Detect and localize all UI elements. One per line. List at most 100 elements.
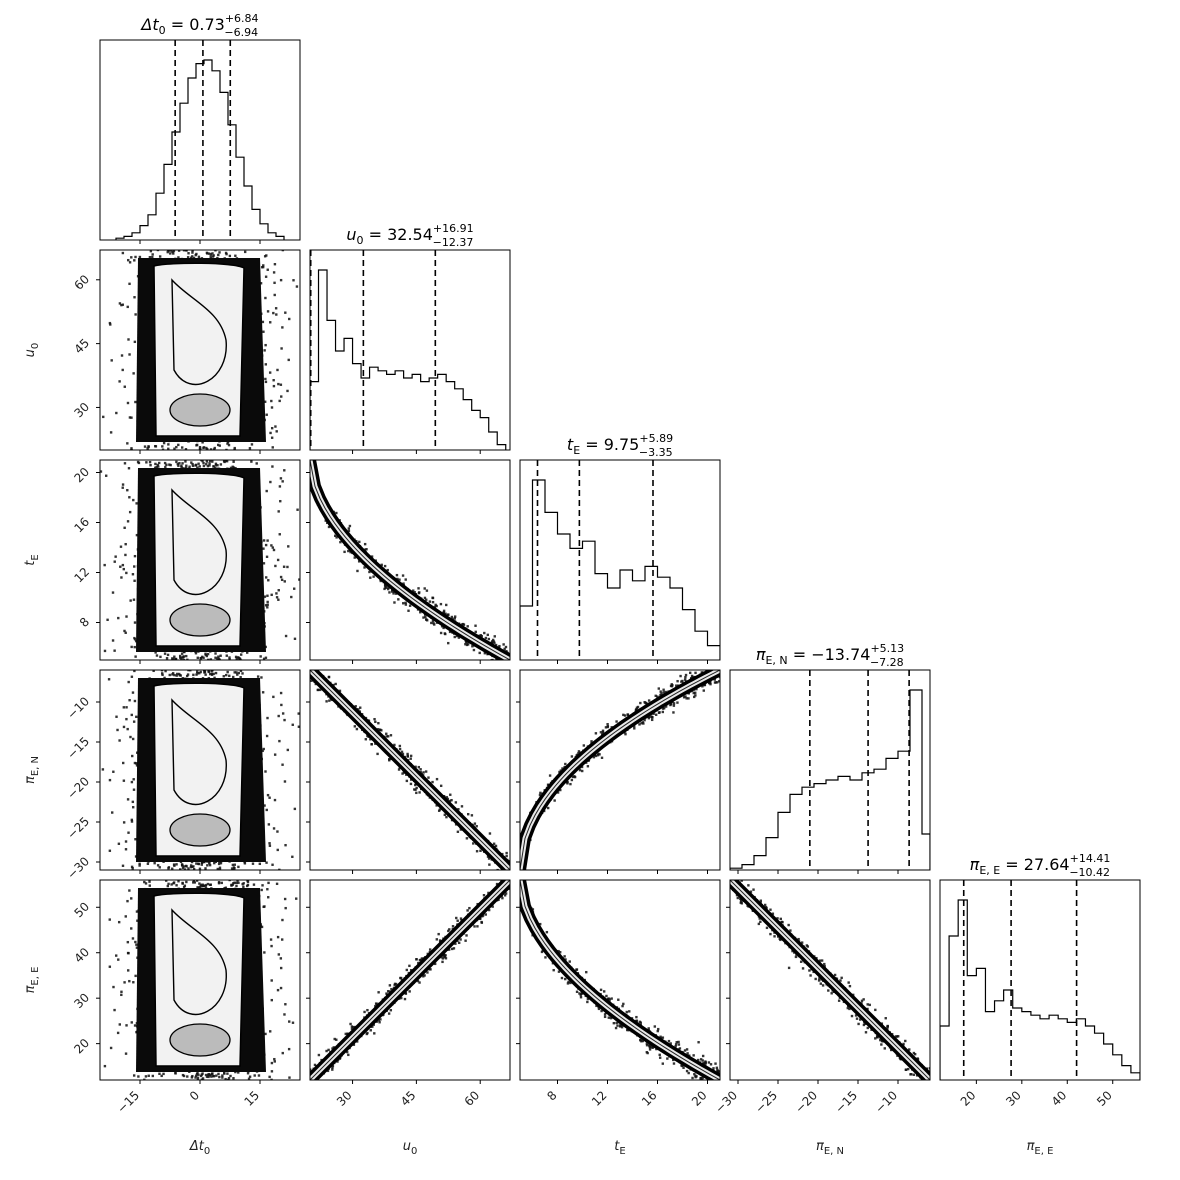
panel-content — [520, 460, 720, 660]
panel-frame — [729, 669, 931, 871]
contour-line — [171, 908, 227, 1016]
panel-frame — [519, 669, 721, 871]
x-tick-label-piEE-0: 20 — [958, 1088, 979, 1109]
x-tick-label-piEN-0: −30 — [712, 1088, 740, 1116]
contour-inner — [153, 892, 245, 1067]
x-axis-label-u0: u0 — [403, 1139, 418, 1157]
panel-piEN-vs-u0 — [306, 669, 511, 874]
panel-piEN-vs-piEN: πE, N = −13.74+5.13−7.28 — [729, 642, 931, 874]
y-axis-label-piEE: πE, E — [23, 967, 41, 994]
panel-frame — [309, 249, 511, 451]
panel-tE-vs-u0 — [306, 459, 511, 664]
y-tick-label-u0-2: 60 — [71, 272, 92, 293]
histogram-dt0 — [115, 59, 285, 240]
y-tick-label-u0-1: 45 — [71, 336, 92, 357]
x-axis-label-tE: tE — [614, 1139, 625, 1157]
contour-line — [171, 278, 227, 386]
panel-content — [102, 250, 299, 450]
y-tick-label-tE-2: 16 — [71, 515, 92, 536]
contour-line — [310, 460, 510, 660]
panel-piEN-vs-dt0: −30 −25 −20 −15 −10 — [64, 669, 301, 882]
panel-content — [103, 880, 298, 1080]
x-tick-label-tE-0: 8 — [544, 1088, 559, 1103]
y-tick-label-piEE-0: 20 — [71, 1036, 92, 1057]
panel-content — [310, 880, 510, 1080]
x-tick-label-piEE-2: 40 — [1049, 1088, 1070, 1109]
contour-inner — [153, 682, 245, 857]
x-tick-label-piEN-3: −15 — [832, 1088, 860, 1116]
contour-inner — [520, 880, 720, 1080]
x-tick-label-piEE-3: 50 — [1094, 1088, 1115, 1109]
x-axis-label-piEE: πE, E — [1027, 1139, 1054, 1157]
panel-piEN-vs-tE — [516, 669, 721, 874]
panel-content — [310, 250, 507, 450]
panel-dt0-vs-dt0: Δt0 = 0.73+6.84−6.94 — [99, 12, 301, 244]
panel-content — [520, 880, 720, 1080]
title-piEN: πE, N = −13.74+5.13−7.28 — [756, 642, 904, 669]
contour-line — [310, 880, 510, 1080]
contour-outer — [520, 670, 720, 870]
y-tick-label-piEE-2: 40 — [71, 945, 92, 966]
histogram-u0 — [310, 269, 507, 450]
x-tick-label-piEN-4: −10 — [872, 1088, 900, 1116]
panel-piEE-vs-tE: 8 12 16 20 — [516, 879, 721, 1109]
x-tick-label-dt0-0: −15 — [114, 1088, 142, 1116]
panel-content — [310, 670, 510, 870]
panel-content — [730, 880, 930, 1080]
panel-content — [115, 40, 285, 240]
panel-content — [100, 670, 300, 870]
y-tick-label-tE-1: 12 — [71, 565, 92, 586]
panel-content — [310, 460, 510, 660]
contour-line — [520, 670, 720, 870]
contour-inner — [153, 472, 245, 647]
x-tick-label-dt0-1: 0 — [187, 1088, 202, 1103]
contour-inner — [520, 670, 720, 870]
panel-content — [100, 460, 300, 660]
panel-u0-vs-dt0: 30 45 60 — [71, 249, 301, 454]
panel-content — [940, 880, 1140, 1080]
histogram-piEN — [730, 689, 930, 870]
x-tick-label-u0-0: 30 — [334, 1088, 355, 1109]
y-tick-label-piEN-2: −20 — [64, 774, 92, 802]
y-tick-label-tE-0: 8 — [77, 615, 92, 630]
x-tick-label-piEN-1: −25 — [752, 1088, 780, 1116]
x-axis-label-dt0: Δt0 — [189, 1139, 210, 1157]
contour-line — [520, 880, 720, 1080]
panel-frame — [519, 879, 721, 1081]
x-tick-label-u0-1: 45 — [398, 1088, 419, 1109]
y-tick-label-piEE-1: 30 — [71, 990, 92, 1011]
title-tE: tE = 9.75+5.89−3.35 — [567, 432, 673, 459]
y-tick-label-piEN-4: −10 — [64, 694, 92, 722]
contour-outer — [310, 460, 510, 660]
panel-content — [730, 670, 930, 870]
title-piEE: πE, E = 27.64+14.41−10.42 — [970, 852, 1111, 879]
y-tick-label-piEN-0: −30 — [64, 854, 92, 882]
x-tick-label-tE-2: 16 — [639, 1088, 660, 1109]
panel-frame — [309, 879, 511, 1081]
contour-line — [310, 670, 510, 870]
contour-core — [169, 813, 231, 847]
y-tick-label-tE-3: 20 — [71, 465, 92, 486]
y-tick-label-piEN-3: −15 — [64, 734, 92, 762]
y-tick-label-piEN-1: −25 — [64, 814, 92, 842]
contour-inner — [310, 460, 510, 660]
y-axis-label-piEN: πE, N — [23, 756, 41, 784]
x-tick-label-u0-2: 60 — [462, 1088, 483, 1109]
x-tick-label-tE-1: 12 — [589, 1088, 610, 1109]
contour-outer — [520, 880, 720, 1080]
panel-frame — [519, 459, 721, 661]
panel-tE-vs-dt0: 8 12 16 20 — [71, 459, 301, 664]
title-dt0: Δt0 = 0.73+6.84−6.94 — [139, 12, 258, 39]
x-tick-label-piEN-2: −20 — [792, 1088, 820, 1116]
x-tick-label-tE-3: 20 — [689, 1088, 710, 1109]
panel-frame — [939, 879, 1141, 1081]
panel-tE-vs-tE: tE = 9.75+5.89−3.35 — [519, 432, 721, 664]
panel-frame — [99, 39, 301, 241]
panel-u0-vs-u0: u0 = 32.54+16.91−12.37 — [309, 222, 511, 454]
panel-content — [520, 670, 720, 870]
y-tick-label-u0-0: 30 — [71, 400, 92, 421]
x-axis-label-piEN: πE, N — [816, 1139, 844, 1157]
panel-piEE-vs-u0: 30 45 60 — [306, 879, 511, 1109]
